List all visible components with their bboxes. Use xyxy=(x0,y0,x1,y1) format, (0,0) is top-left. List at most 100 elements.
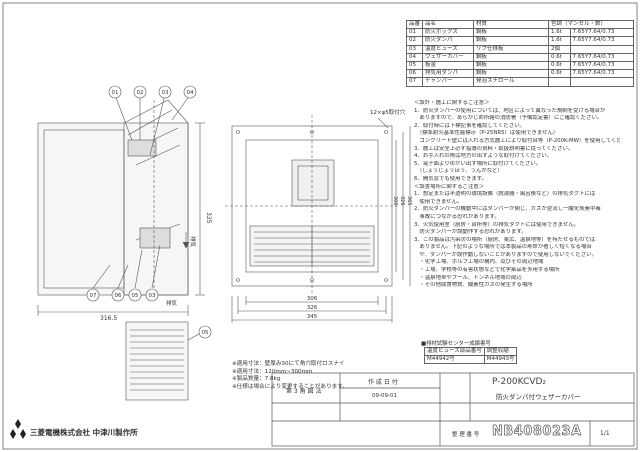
row-thick: 1.6t xyxy=(548,36,571,46)
hole-label: 12×φ5取付穴 xyxy=(370,108,406,116)
table-row: 04 ウェザーカバー 鋼板 0.6t 7.65Y7.64/0.73 xyxy=(405,52,635,62)
col-name: 品名 xyxy=(422,19,475,30)
balloon-02: 02 xyxy=(137,90,144,96)
note-line: 6．開気窓でも使用できます。 xyxy=(414,175,487,182)
row-no: 06 xyxy=(405,69,424,79)
drawing-number: NB408023A xyxy=(492,424,582,440)
balloon-06: 06 xyxy=(115,293,122,299)
fuse-value-1: M44942号 xyxy=(424,355,485,365)
spec-line: ※適用寸法：壁厚み30にて角穴取付ロスナイ xyxy=(232,361,345,367)
row-munsell: 7.65Y7.64/0.73 xyxy=(569,60,635,71)
note-line: ・化学工場、ポルプ工場の構内、及びその周辺地域 xyxy=(414,259,544,266)
front-width-306: 306 xyxy=(307,296,318,302)
fuse-table: 温度ヒューズ部品番号 調整収縮 M44942号 M44943号 xyxy=(424,346,518,365)
row-munsell xyxy=(569,77,635,87)
row-mat: リブ仕様板 xyxy=(473,44,550,54)
airflow-label: 排気 xyxy=(189,236,197,248)
projection-label: 第 3 角 図 法 xyxy=(286,388,322,395)
note-line: 3．この製品は汚染次の場所（厨房、東広、温泉地等）を持たせるものでは xyxy=(414,236,596,243)
note-line: （標準耐火基準性能標示（P-25NR5）は使用できません） xyxy=(414,130,559,137)
row-thick: 0.6t xyxy=(548,69,571,79)
balloon-05: 05 xyxy=(132,293,139,299)
note-line: 3．施工は安全上必ず指導の資料・取扱説明書に従ってください。 xyxy=(414,145,574,152)
row-name: チャンバー xyxy=(422,77,475,87)
row-mat: 鋼板 xyxy=(473,28,550,38)
number-label: 整 理 番 号 xyxy=(452,432,480,438)
note-line: や、ダンパーが誤作動しないことがありますので使用しないでください。 xyxy=(414,251,597,258)
note-line: （しょうじょうほう、うんがなど） xyxy=(414,168,503,175)
front-width-326: 326 xyxy=(307,305,318,311)
table-row: 05 板金 鋼板 0.6t 7.65Y7.64/0.73 xyxy=(405,60,635,71)
fuse-header-2: 調整収縮 xyxy=(483,346,518,357)
row-thick xyxy=(548,77,571,87)
note-line: 5．電子面よりゆがい出す場所に取付けてください。 xyxy=(414,160,542,167)
parts-table: 品番 品名 材質 色調（マンセル・数） 01 防火ボックス 鋼板 1.6t 7.… xyxy=(405,19,635,87)
row-name: 防火ボックス xyxy=(422,28,475,38)
note-line: ありますので、あらかじめ所轄の消防署（予備認定書）にご確認ください。 xyxy=(414,115,603,122)
row-name: 防火ダンパ xyxy=(422,36,475,46)
fuse-table-caption: ■排材試験センター成績書号 xyxy=(421,341,491,347)
table-row: 06 排気用ダンパ 鋼板 0.6t 7.65Y7.64/0.73 xyxy=(405,69,635,79)
table-row: 03 温度ヒューズ リブ仕様板 2個 xyxy=(405,44,635,54)
balloon-04: 04 xyxy=(187,90,194,96)
note-line: 1．想定または半透明の環境設備（脱湯器・風呂後など）の排気ダクトには xyxy=(414,191,596,198)
balloon-03: 03 xyxy=(162,90,169,96)
parts-table-header: 品番 品名 材質 色調（マンセル・数） xyxy=(405,19,634,30)
spec-line: ※適用寸法：120mm~300mm xyxy=(232,368,313,375)
table-row: 02 防火ダンパ 鋼板 1.6t 7.65Y7.64/0.73 xyxy=(405,36,635,46)
company-name: 三菱電機株式会社 中津川製作所 xyxy=(30,428,138,437)
front-height-326: 326 xyxy=(399,196,405,206)
note-line: 4．お手入れの際は地方の出すような取付けてください。 xyxy=(414,153,553,160)
balloon-01: 01 xyxy=(112,90,119,96)
table-row: 01 防火ボックス 鋼板 1.6t 7.65Y7.64/0.73 xyxy=(405,28,635,38)
side-depth-dim: 316.5 xyxy=(100,315,117,322)
row-thick: 1.6t xyxy=(548,28,571,38)
row-munsell: 7.65Y7.64/0.73 xyxy=(569,69,635,79)
col-no: 品番 xyxy=(405,19,424,30)
balloon-07: 07 xyxy=(90,293,97,299)
company-logo xyxy=(10,419,26,439)
row-no: 03 xyxy=(405,44,424,54)
spec-line: ※製品質量：7.8kg xyxy=(232,376,281,383)
row-no: 01 xyxy=(405,28,424,38)
note-line: 防火ダンパーが誤動作する恐れがあります。 xyxy=(414,229,527,236)
row-mat: 鋼板 xyxy=(473,36,550,46)
note-line: ・工場、学校等の有害状態などで化学薬品を多用する場所 xyxy=(414,267,560,274)
balloon-03b: 03 xyxy=(149,293,156,299)
row-no: 07 xyxy=(405,77,424,87)
row-name: 板金 xyxy=(422,60,475,71)
notes-block: ＜設計・施工に関するご注意＞ 1．防火ダンパーの使用については、地区によって異な… xyxy=(414,100,620,290)
front-view xyxy=(225,115,411,323)
note-line: 3．火気使用室（厨房・台所等）の排気ダクトには使用できません。 xyxy=(414,221,579,228)
row-mat: 鋼板 xyxy=(473,60,550,71)
col-color: 色調（マンセル・数） xyxy=(548,19,634,30)
front-height-306: 306 xyxy=(392,196,398,206)
note-line: 事故につながる恐れがあります。 xyxy=(414,213,500,220)
row-munsell: 7.65Y7.64/0.73 xyxy=(569,28,635,38)
title-block-frame xyxy=(271,372,635,447)
row-name: 温度ヒューズ xyxy=(422,44,475,54)
row-thick: 0.6t xyxy=(548,60,571,71)
note-line: 1．防火ダンパーの使用については、地区によって異なった規制を受ける場合が xyxy=(414,107,606,114)
side-view xyxy=(37,94,205,316)
fuse-header-1: 温度ヒューズ部品番号 xyxy=(424,346,485,357)
row-thick: 2個 xyxy=(548,44,571,54)
row-munsell xyxy=(569,44,635,54)
product-name: 防火ダンパ付ウェザーカバー xyxy=(496,393,581,401)
row-munsell: 7.65Y7.64/0.73 xyxy=(569,52,635,62)
detail-view xyxy=(125,321,200,401)
note-line: ＜設置場所に関するご注意＞ xyxy=(414,183,485,190)
row-name: 排気用ダンパ xyxy=(422,69,475,79)
row-name: ウェザーカバー xyxy=(422,52,475,62)
sheet-number: 1/1 xyxy=(600,430,610,437)
note-line: コンクリート壁には入れる方式施工により取付台等（P-200K-MW）を使用してく… xyxy=(414,137,620,144)
front-height-365: 365 xyxy=(406,196,412,206)
note-line: 使用できません。 xyxy=(414,198,463,205)
note-line: ＜設計・施工に関するご注意＞ xyxy=(414,100,490,106)
front-width-345: 345 xyxy=(307,314,318,320)
spec-line: ※仕様は場合により変更することがあります。 xyxy=(232,383,348,390)
spec-notes: ※適用寸法：壁厚み30にて角穴取付ロスナイ ※適用寸法：120mm~300mm … xyxy=(232,361,348,391)
model-number: P-200KCVD₂ xyxy=(492,377,547,387)
row-mat: 鋼板 xyxy=(473,52,550,62)
